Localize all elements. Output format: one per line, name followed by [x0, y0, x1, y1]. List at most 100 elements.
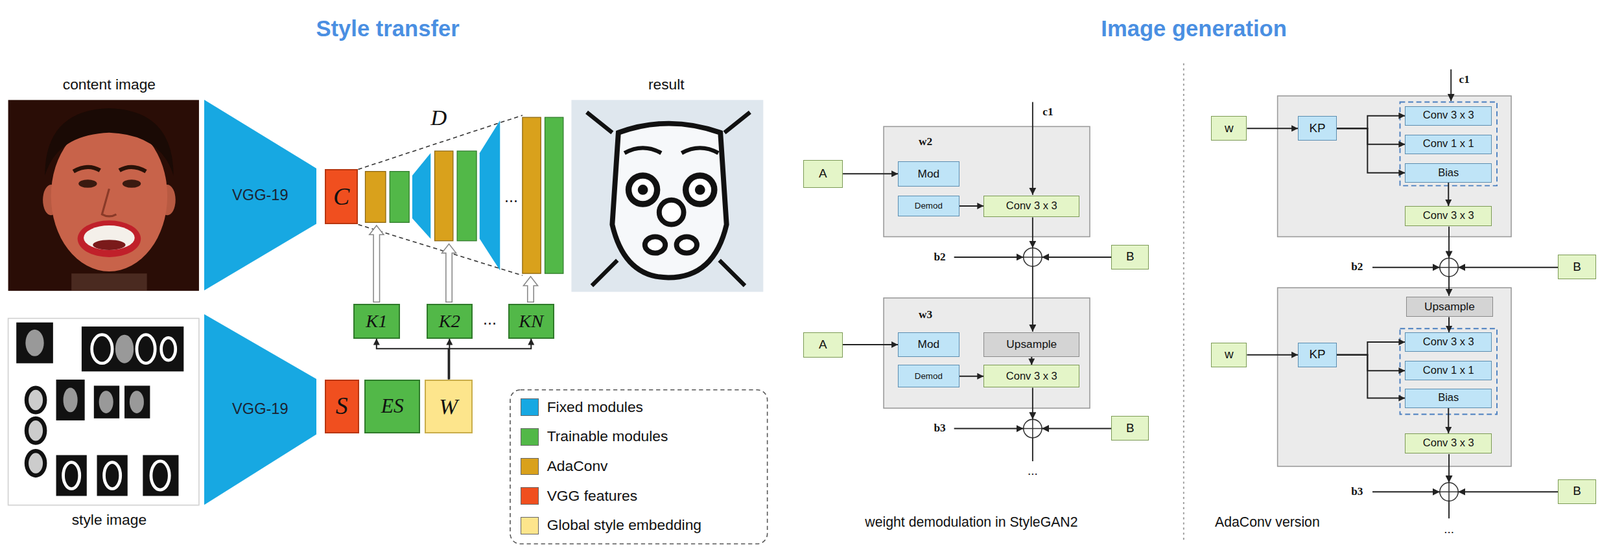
section-title: Style transfer	[316, 16, 460, 41]
kernel-group	[1400, 102, 1498, 187]
signal-line	[1448, 454, 1450, 483]
legend-swatch	[520, 487, 539, 506]
connector	[1447, 408, 1449, 434]
content-photo	[71, 273, 147, 292]
adder	[1023, 419, 1042, 438]
input-label: c1	[1042, 106, 1053, 119]
signal-line	[1032, 102, 1034, 196]
node-text: Conv 3 x 3	[1423, 110, 1475, 122]
ellipsis: ...	[504, 188, 518, 207]
connector	[842, 173, 898, 175]
result-image	[685, 175, 715, 205]
kernel-group	[1400, 328, 1498, 415]
result-image	[659, 200, 684, 225]
trapezoid-shape	[204, 314, 317, 506]
conv-box: Conv 3 x 3	[1404, 206, 1492, 227]
decoder-label: D	[430, 105, 447, 130]
signal-line	[1448, 501, 1450, 519]
connector	[959, 376, 985, 378]
kernel-predictor: KP	[1297, 116, 1337, 141]
ellipsis: ...	[482, 310, 497, 329]
legend-swatch	[520, 458, 539, 476]
input-label: c1	[1458, 73, 1470, 86]
legend-text: Global style embedding	[547, 517, 702, 535]
signal-line	[954, 256, 1024, 259]
connector	[1246, 127, 1298, 130]
result-image	[637, 184, 649, 196]
weight-label: w2	[918, 135, 933, 148]
content-photo	[8, 99, 200, 292]
kernel-group	[1400, 102, 1498, 415]
node-text: C	[333, 184, 350, 210]
legend-swatch	[520, 517, 539, 535]
connector	[1336, 128, 1405, 144]
image-label: style image	[71, 512, 147, 529]
node-text: Conv 3 x 3	[1423, 210, 1475, 222]
style-image	[63, 388, 78, 413]
latent-box: w	[1211, 116, 1247, 141]
node-text: Conv 3 x 3	[1006, 371, 1058, 383]
signal-line	[1041, 256, 1112, 259]
node-text: Upsample	[1006, 339, 1057, 351]
decoder-layers	[412, 152, 431, 239]
style-image	[26, 418, 45, 444]
node-text: Demod	[914, 372, 943, 381]
conv-box: Conv 3 x 3	[983, 364, 1080, 388]
signal-line	[1032, 217, 1034, 249]
ellipsis: ...	[1027, 464, 1038, 479]
node-text: Bias	[1437, 167, 1459, 179]
kernel-predictor: KP	[1297, 342, 1337, 368]
mod-box: Mod	[897, 161, 959, 187]
style-embedding: W	[424, 379, 473, 434]
legend-text: Trainable modules	[547, 429, 669, 446]
content-photo	[78, 179, 97, 189]
adder	[1023, 419, 1042, 438]
decoder-layers	[389, 171, 410, 224]
style-image	[161, 337, 176, 361]
content-photo	[92, 239, 126, 251]
node-text: w	[1224, 348, 1234, 362]
kernel-box: Conv 1 x 1	[1404, 361, 1492, 381]
decoder-layers	[545, 117, 564, 274]
style-image	[8, 318, 200, 506]
kernel-predictor: KN	[508, 304, 555, 340]
style-encoder: ES	[364, 379, 421, 434]
affine-box: A	[803, 160, 843, 188]
node-text: B	[1572, 261, 1582, 274]
legend-frame	[510, 390, 768, 545]
image-label: result	[648, 76, 685, 93]
result-image	[586, 112, 751, 286]
bias-label: b2	[1351, 261, 1363, 274]
legend-text: VGG features	[547, 488, 638, 505]
conv-box: Conv 3 x 3	[1404, 433, 1492, 454]
connector	[1448, 317, 1450, 333]
node-text: Conv 3 x 3	[1423, 438, 1475, 450]
adder	[1023, 248, 1042, 267]
legend-swatch	[520, 428, 539, 447]
demod-box: Demod	[897, 195, 959, 216]
latent-box: w	[1211, 342, 1247, 368]
node-text: ES	[381, 396, 404, 417]
kernel-box: Conv 3 x 3	[1404, 332, 1492, 353]
signal-line	[1372, 491, 1440, 493]
upsample-box: Upsample	[983, 332, 1080, 358]
trapezoid-shape	[204, 99, 317, 291]
node-text: Conv 1 x 1	[1423, 365, 1475, 377]
style-image	[63, 462, 80, 490]
style-image	[16, 322, 54, 364]
divider	[1183, 63, 1185, 542]
content-photo	[73, 167, 100, 172]
style-image	[56, 455, 87, 497]
style-image	[26, 451, 45, 476]
connector	[959, 205, 985, 207]
node-text: W	[438, 395, 458, 419]
signal-line	[1372, 267, 1440, 269]
signal-line	[954, 428, 1024, 430]
style-image	[56, 379, 85, 421]
result-image	[694, 184, 706, 196]
node-text: KN	[518, 312, 544, 331]
decoder-layers	[522, 117, 541, 274]
layer-block	[1277, 287, 1512, 467]
node-text: Conv 3 x 3	[1006, 200, 1058, 212]
kernel-arrows	[523, 276, 538, 303]
